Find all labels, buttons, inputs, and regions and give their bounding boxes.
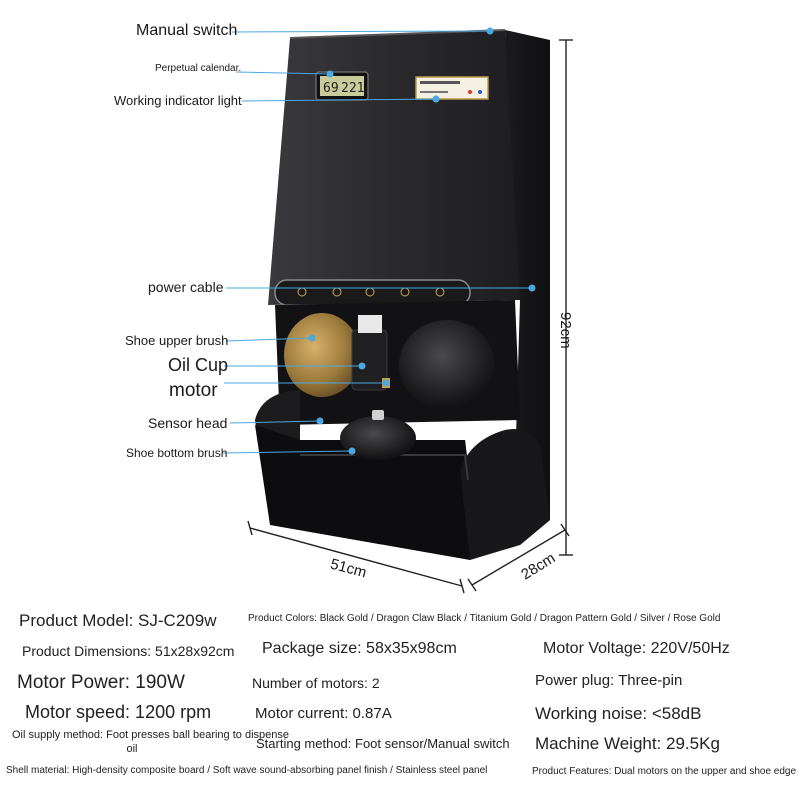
spec-motor-voltage: Motor Voltage: 220V/50Hz [543,640,730,657]
control-strip [274,279,471,306]
working-indicator-plate [415,76,489,100]
callout-perpetual-calendar: Perpetual calendar. [155,63,242,74]
spec-starting-method: Starting method: Foot sensor/Manual swit… [256,736,510,751]
shoe-upper-brush-left [284,313,360,397]
spec-product-colors: Product Colors: Black Gold / Dragon Claw… [248,613,721,624]
spec-oil-supply-method: Oil supply method: Foot presses ball bea… [12,728,289,756]
spec-product-model: Product Model: SJ-C209w [19,611,217,630]
spec-power-plug: Power plug: Three-pin [535,672,683,689]
indicator-blue-icon [478,90,482,94]
callout-power-cable: power cable [148,279,224,295]
spec-oil-supply-line1: Oil supply method: Foot presses ball bea… [12,729,289,741]
dimension-lines [247,39,573,594]
spec-machine-weight: Machine Weight: 29.5Kg [535,734,720,753]
callout-lines [221,27,536,455]
spec-working-noise: Working noise: <58dB [535,704,702,723]
callout-motor: motor [169,380,218,401]
dimension-height-label: 92cm [557,312,574,349]
shoe-polisher-illustration: 69 221 [221,27,573,594]
spec-shell-material: Shell material: High-density composite b… [6,765,488,776]
callout-working-indicator: Working indicator light [114,93,242,108]
shoe-upper-brush-right [399,320,495,410]
spec-package-size: Package size: 58x35x98cm [262,640,457,657]
display-right-number: 221 [341,81,364,96]
callout-shoe-upper-brush: Shoe upper brush [125,333,229,348]
shoe-bottom-brush [340,410,416,460]
spec-motor-power: Motor Power: 190W [17,672,185,693]
spec-motor-speed: Motor speed: 1200 rpm [25,702,212,722]
callout-sensor-head: Sensor head [148,415,228,431]
cabinet-front-panel [268,29,520,305]
motor-housing [351,315,390,391]
display-left-number: 69 [323,81,339,96]
callout-oil-cup: Oil Cup [168,355,229,375]
sensor-head-icon [372,410,384,420]
perpetual-calendar-display: 69 221 [315,71,369,101]
spec-product-features: Product Features: Dual motors on the upp… [532,766,797,777]
callout-manual-switch: Manual switch [136,22,238,39]
spec-oil-supply-line2: oil [126,743,138,755]
indicator-red-icon [468,90,472,94]
spec-number-of-motors: Number of motors: 2 [252,675,380,691]
callout-shoe-bottom-brush: Shoe bottom brush [126,446,228,460]
spec-product-dimensions: Product Dimensions: 51x28x92cm [22,643,235,659]
spec-motor-current: Motor current: 0.87A [255,705,392,722]
